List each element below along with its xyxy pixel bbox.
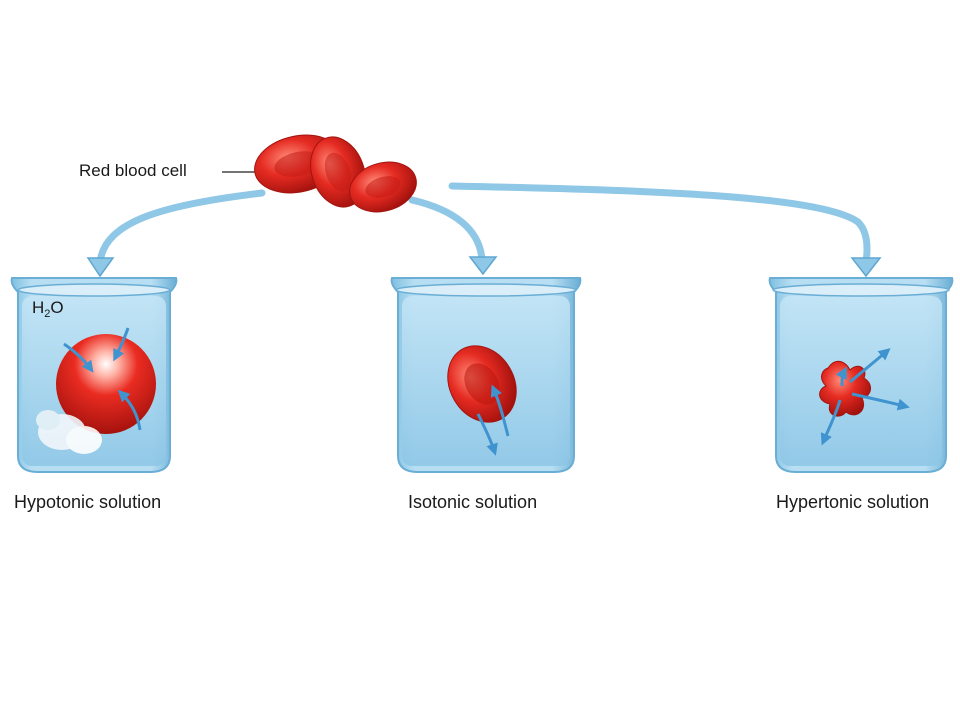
beaker-isotonic [390,277,582,473]
hypertonic-caption: Hypertonic solution [776,492,930,512]
burst-fragment [36,410,102,454]
red-blood-cell-label: Red blood cell [79,161,187,180]
water-label-subscript: 2 [44,308,51,320]
water-label-o: O [50,298,64,317]
water-arrows-outward [820,348,910,446]
arrow-to-hypertonic [448,182,871,266]
beaker-hypertonic [768,277,954,473]
pathway-arrows [86,182,882,278]
beaker-hypotonic [10,277,178,473]
isotonic-caption: Isotonic solution [408,492,538,512]
hypotonic-caption: Hypotonic solution [14,492,162,512]
water-arrows-balanced [476,384,510,456]
arrowhead-hypotonic [86,257,115,278]
water-arrows-inward [63,327,142,431]
red-blood-cell-cluster [254,134,417,213]
arrowhead-isotonic [468,256,498,276]
arrow-to-isotonic [408,196,486,264]
water-label-h: H [32,298,45,317]
arrow-to-hypotonic [96,189,266,266]
water-label: H2O [32,298,64,320]
arrowhead-hypertonic [850,257,882,278]
